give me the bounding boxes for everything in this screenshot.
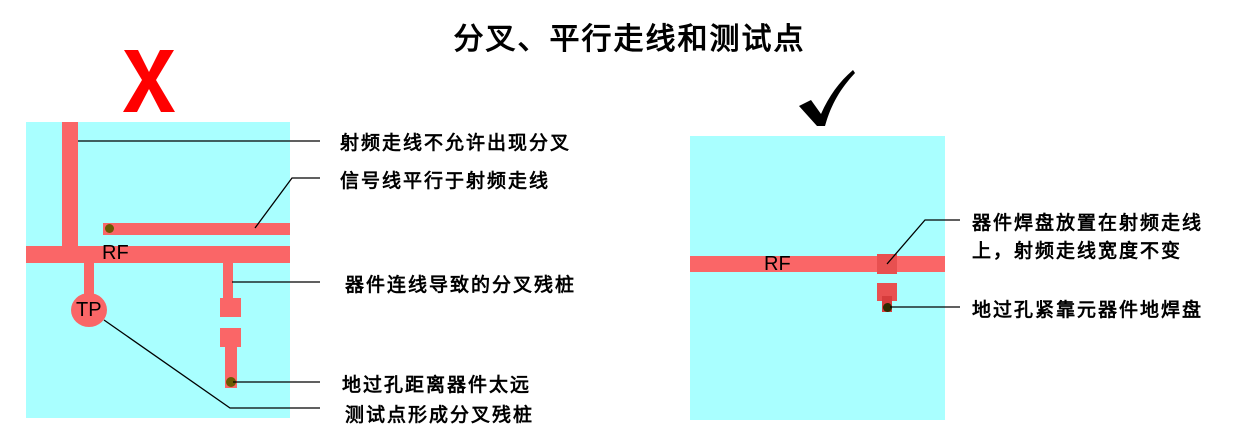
annotation-pad-on-trace-2: 上，射频走线宽度不变 (972, 240, 1183, 262)
signal-via (105, 224, 114, 233)
test-point-pad (71, 293, 107, 327)
component-pad-2 (220, 328, 241, 347)
good-example-board (690, 136, 945, 420)
rf-label: RF (102, 242, 129, 264)
annotation-via-too-far: 地过孔距离器件太远 (342, 374, 532, 396)
annotation-pad-on-trace-1: 器件焊盘放置在射频走线 (972, 212, 1204, 234)
component-pad-1 (220, 298, 241, 317)
annotation-test-point-stub: 测试点形成分叉残桩 (345, 404, 535, 426)
page-title: 分叉、平行走线和测试点 (453, 22, 806, 57)
annotation-via-near-pad: 地过孔紧靠元器件地焊盘 (972, 299, 1204, 321)
test-point-stub (84, 262, 94, 296)
parallel-signal-trace (103, 223, 290, 235)
bad-example-verdict-icon (118, 44, 180, 116)
ground-via-far (226, 377, 236, 387)
annotation-no-branching: 射频走线不允许出现分叉 (340, 132, 572, 154)
tp-label: TP (76, 299, 102, 321)
annotation-parallel-signal: 信号线平行于射频走线 (340, 170, 551, 192)
rf-trace-horizontal (26, 246, 290, 263)
ground-via-near (883, 303, 892, 312)
annotation-component-stub: 器件连线导致的分叉残桩 (345, 274, 577, 296)
component-stub (223, 262, 233, 298)
rf-label: RF (764, 253, 791, 275)
rf-trace-vertical (62, 122, 78, 248)
good-example-verdict-icon (795, 66, 855, 128)
